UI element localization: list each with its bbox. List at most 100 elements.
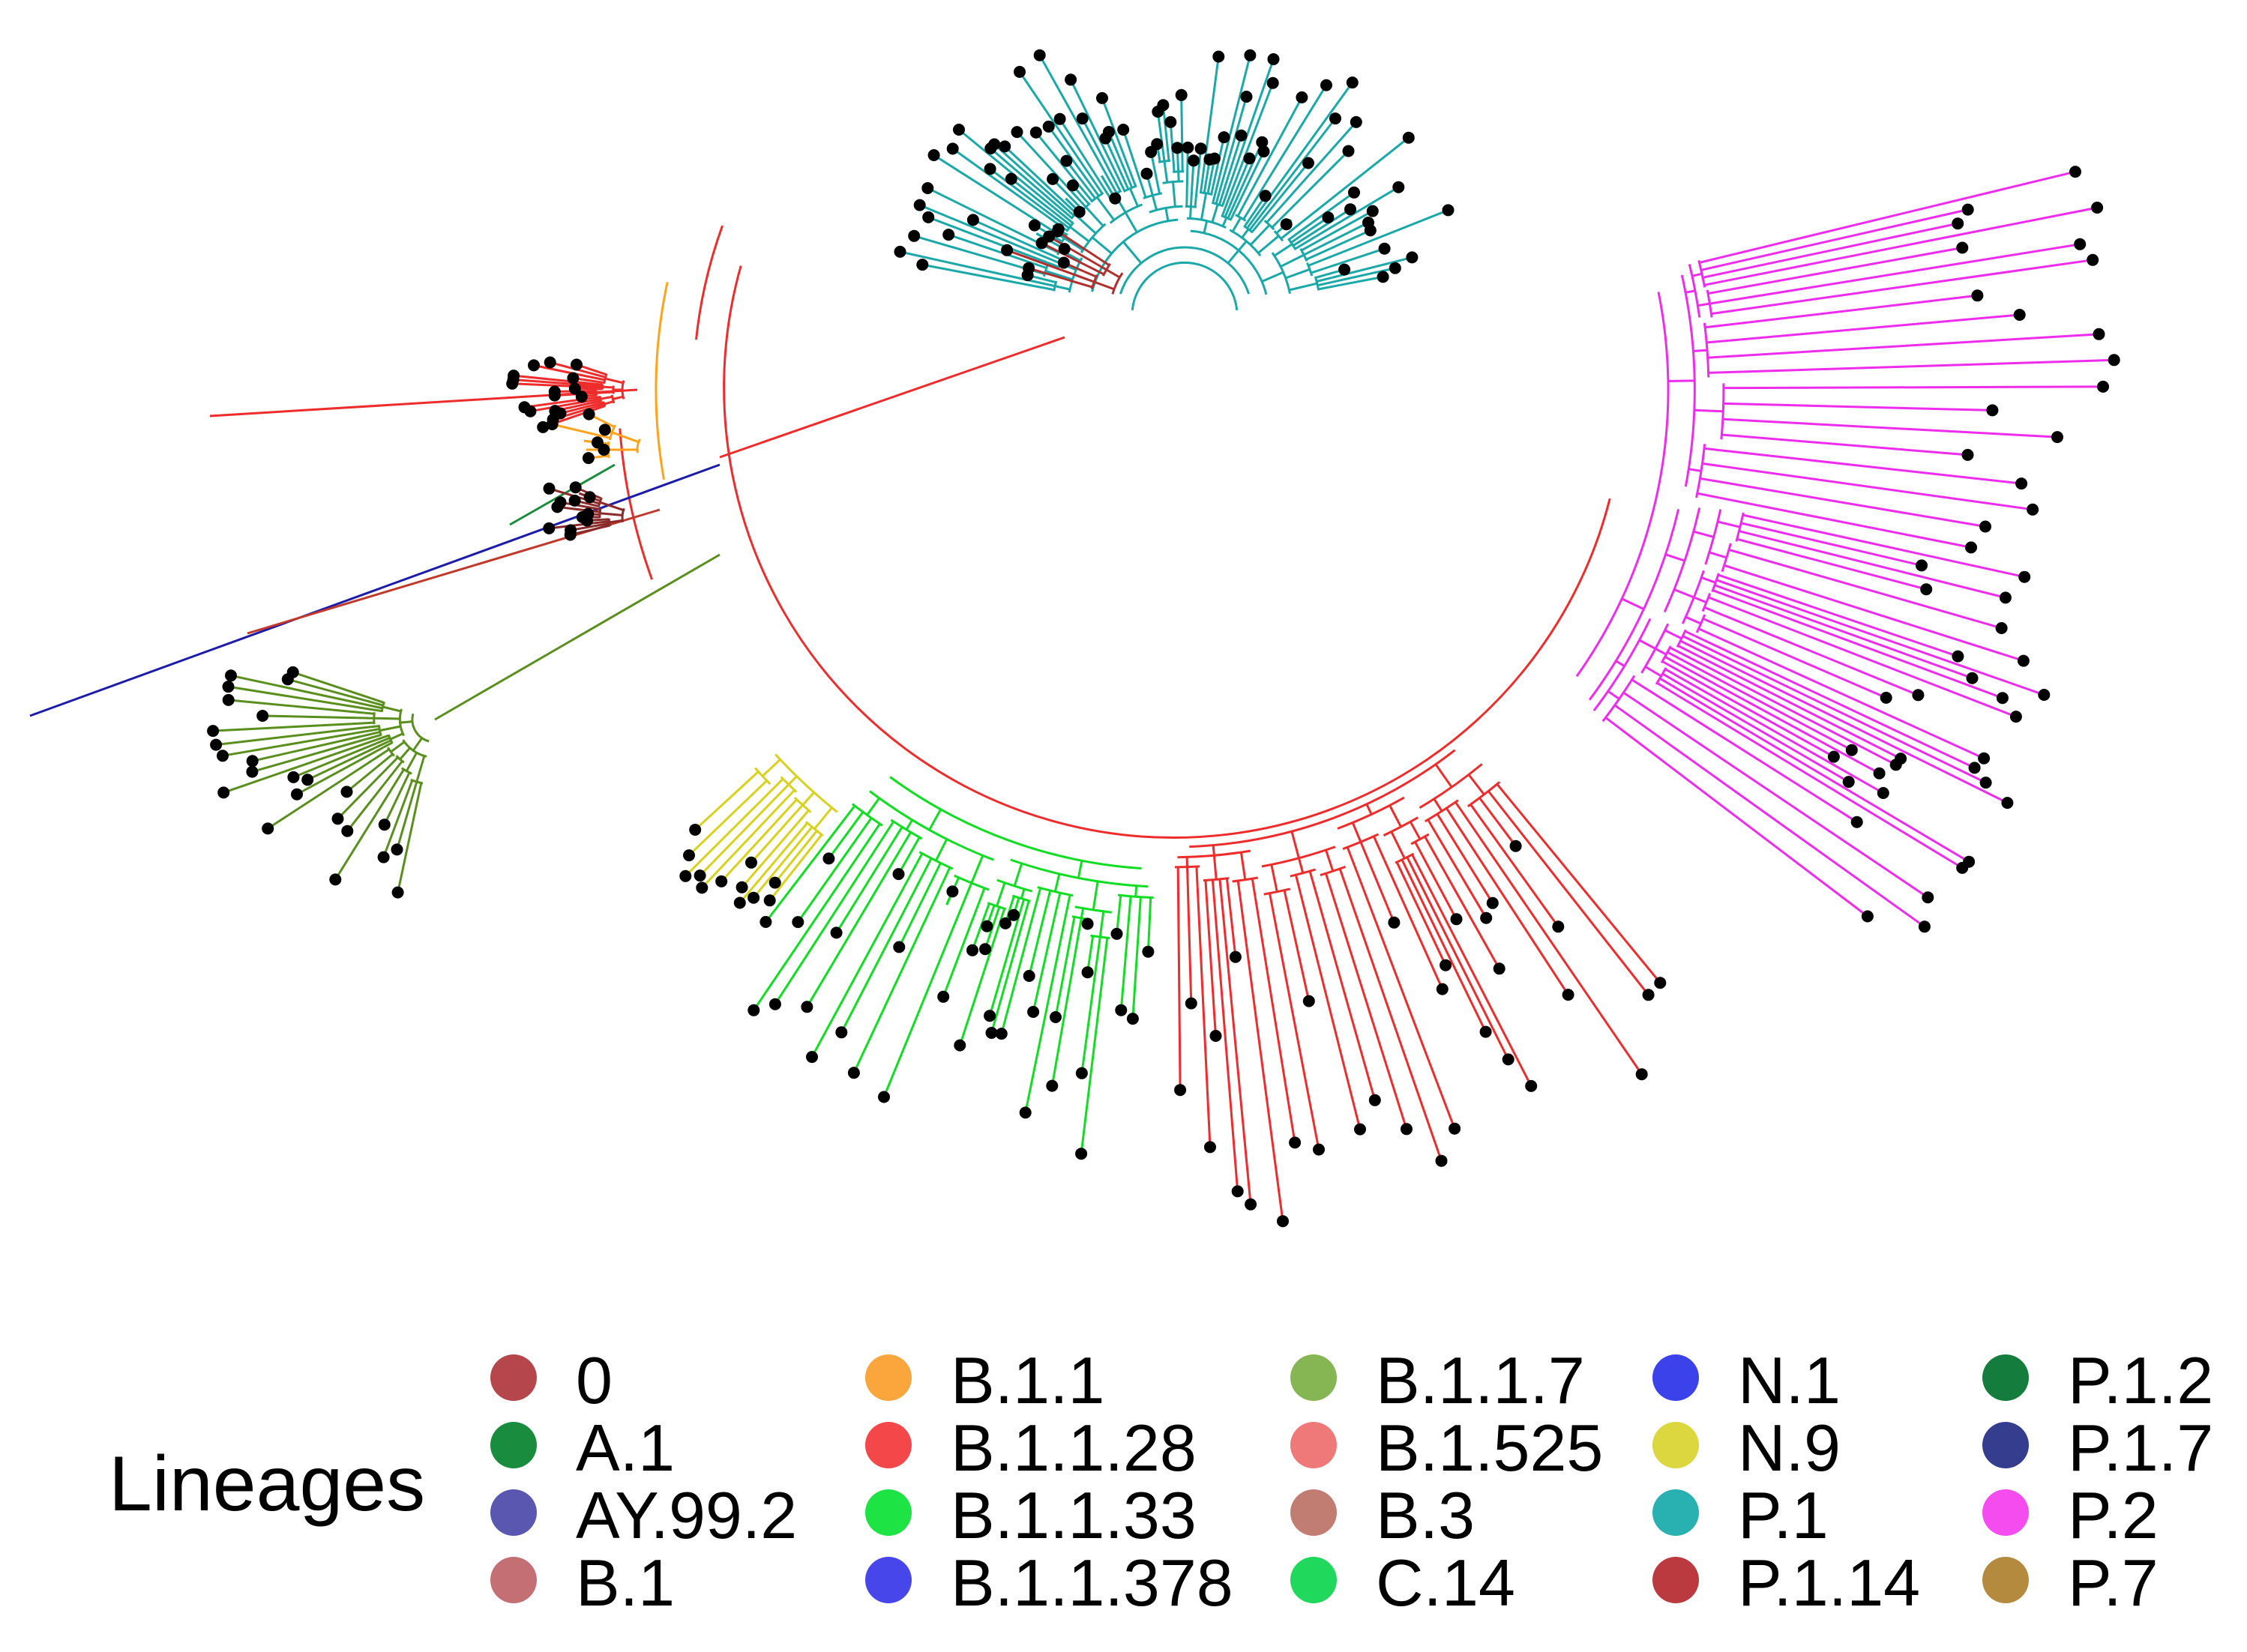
tree-tip	[1918, 920, 1931, 933]
tree-branch	[1215, 191, 1221, 205]
tree-tip	[1043, 230, 1056, 243]
tree-tip	[1050, 1011, 1062, 1023]
tree-tip	[1322, 211, 1335, 224]
tree-arc	[1037, 886, 1074, 897]
tree-branch	[685, 798, 764, 877]
tree-branch	[1231, 217, 1242, 232]
tree-branch	[1203, 179, 1208, 193]
tree-branch	[513, 374, 577, 384]
tree-branch	[604, 400, 614, 406]
tree-tip	[1338, 263, 1351, 276]
tree-arc	[1263, 220, 1275, 231]
tree-branch	[1093, 280, 1115, 291]
tree-branch	[1436, 813, 1444, 824]
tree-branch	[1308, 255, 1334, 267]
tree-arc	[695, 225, 724, 340]
tree-branch	[1047, 261, 1059, 268]
tree-tip	[1042, 120, 1055, 133]
tree-branch	[1285, 268, 1311, 280]
tree-tip	[801, 1001, 813, 1013]
tree-branch	[1729, 206, 2098, 282]
tree-tip	[571, 358, 583, 371]
tree-branch	[801, 792, 815, 806]
legend-swatch	[1982, 1354, 2029, 1401]
tree-branch	[1664, 668, 1687, 683]
tree-arc	[1290, 868, 1317, 878]
tree-tip	[1057, 256, 1070, 269]
tree-tip	[1065, 73, 1077, 86]
tree-branch	[1085, 206, 1104, 227]
tree-branch	[404, 780, 414, 800]
tree-branch	[919, 204, 1047, 259]
tree-branch	[840, 875, 924, 1033]
tree-tip	[835, 1026, 848, 1039]
tree-tip	[1218, 131, 1230, 144]
tree-branch	[1718, 573, 1731, 580]
tree-tip	[528, 359, 540, 372]
tree-branch	[922, 263, 1035, 288]
tree-branch	[1218, 878, 1223, 899]
tree-tip	[565, 524, 577, 537]
tree-tip	[1956, 241, 1969, 254]
tree-branch	[1050, 208, 1072, 227]
tree-branch	[509, 463, 616, 526]
legend-label: B.1.1.28	[951, 1411, 1197, 1485]
tree-branch	[753, 844, 867, 1011]
tree-branch	[417, 783, 423, 796]
tree-arc	[1306, 262, 1314, 277]
tree-tip	[733, 896, 746, 909]
tree-tip	[1296, 91, 1308, 103]
tree-branch	[1013, 863, 1023, 887]
tree-branch	[292, 742, 377, 779]
tree-tip	[1920, 583, 1933, 596]
tree-branch	[1242, 97, 1303, 206]
tree-tip	[1493, 962, 1505, 975]
tree-tip	[1979, 777, 1992, 789]
tree-branch	[1702, 462, 1727, 468]
tree-arc	[1074, 905, 1112, 914]
tree-tip	[567, 372, 580, 385]
tree-tip	[1329, 112, 1341, 125]
tree-tip	[763, 894, 776, 907]
tree-branch	[948, 233, 1034, 265]
tree-tip	[847, 1067, 860, 1079]
tree-branch	[1455, 801, 1463, 812]
tree-tip	[1208, 152, 1221, 165]
tree-tip	[916, 259, 929, 271]
tree-branch	[792, 822, 808, 841]
tree-tip	[1277, 1215, 1289, 1228]
tree-arc	[1111, 272, 1124, 295]
tree-branch	[364, 707, 382, 713]
legend-label: C.14	[1376, 1546, 1515, 1620]
tree-branch	[1242, 198, 1257, 220]
tree-branch	[1070, 190, 1087, 208]
tree-branch	[1332, 209, 1449, 257]
tree-tip	[1377, 271, 1389, 283]
tree-arc	[610, 394, 616, 404]
tree-tip	[331, 813, 344, 825]
tree-tip	[1486, 896, 1499, 909]
tree-branch	[357, 725, 379, 730]
tree-branch	[533, 364, 577, 376]
tree-branch	[1124, 211, 1138, 233]
tree-arc	[1720, 383, 1725, 440]
tree-branch	[1122, 241, 1143, 265]
tree-branch	[405, 752, 418, 772]
tree-branch	[1424, 836, 1440, 861]
tree-tip	[1968, 762, 1981, 774]
tree-tip	[748, 1004, 760, 1016]
tree-branch	[1682, 635, 1693, 642]
tree-branch	[806, 845, 904, 1008]
tree-branch	[577, 368, 606, 379]
legend-label: B.1	[576, 1546, 675, 1620]
tree-tip	[913, 199, 926, 211]
tree-tip	[1053, 112, 1066, 125]
tree-branch	[887, 826, 903, 850]
tree-arc	[1263, 887, 1291, 896]
tree-arc	[1122, 184, 1137, 193]
tree-branch	[1759, 526, 1922, 567]
tree-branch	[1211, 879, 1215, 899]
legend-label: N.1	[1738, 1343, 1841, 1417]
tree-arc	[918, 851, 954, 870]
tree-branch	[1122, 129, 1143, 187]
